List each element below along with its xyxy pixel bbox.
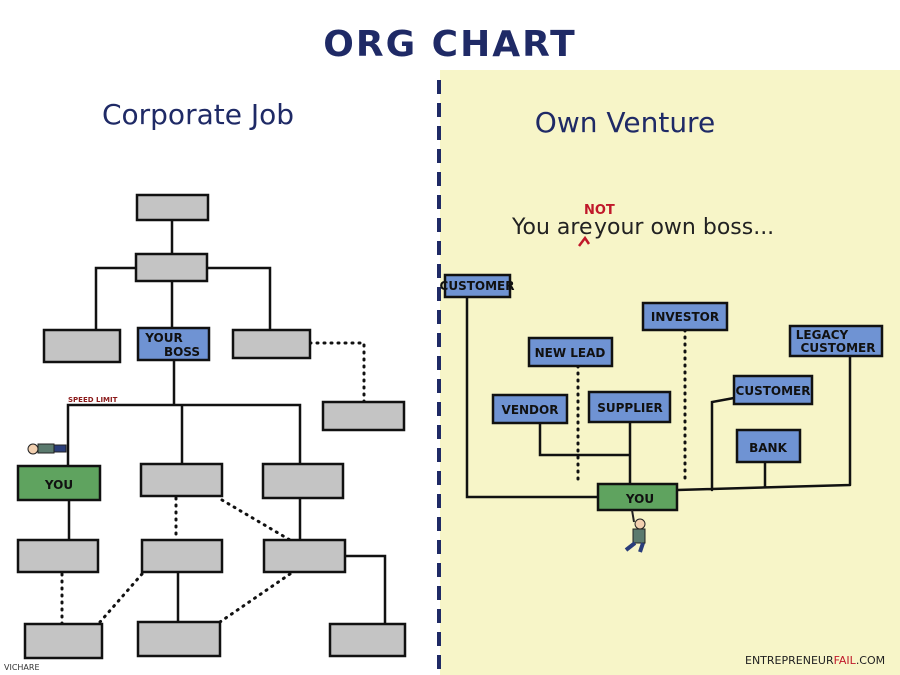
own-venture-background [440, 70, 900, 675]
bank-label: BANK [749, 441, 787, 455]
venture-connectors [465, 295, 852, 499]
quote-end: your own boss... [594, 215, 774, 240]
your-boss-label-1: YOUR [144, 331, 182, 345]
org-box [139, 462, 224, 498]
new-lead-label: NEW LEAD [535, 346, 606, 360]
new-lead-box [527, 336, 614, 368]
org-box [23, 622, 104, 660]
org-box [262, 538, 347, 574]
legacy-label-2: CUSTOMER [801, 341, 876, 355]
you-label-venture: YOU [625, 492, 654, 506]
you-box-venture [596, 482, 679, 512]
org-box [135, 193, 210, 222]
customer-label: CUSTOMER [440, 279, 515, 293]
corporate-heading: Corporate Job [102, 98, 294, 131]
customer-2-label: CUSTOMER [736, 384, 811, 398]
legacy-customer-box [788, 324, 884, 358]
person-on-wall-icon [27, 443, 67, 455]
venture-boxes [443, 273, 884, 512]
you-label-corporate: YOU [44, 478, 73, 492]
vendor-box [491, 393, 569, 425]
investor-label: INVESTOR [651, 310, 719, 324]
page-title: ORG CHART [323, 24, 576, 65]
supplier-box [587, 390, 672, 424]
quote-start: You are [511, 215, 593, 240]
signature: VICHARE [4, 663, 40, 672]
org-box [328, 622, 407, 658]
org-box [140, 538, 224, 574]
you-box-corporate [16, 464, 102, 502]
org-box [231, 328, 312, 360]
legacy-label-1: LEGACY [796, 328, 849, 342]
your-boss-box [136, 326, 211, 362]
caret-mark-icon [578, 235, 591, 247]
customer-box-2 [732, 374, 814, 406]
hanging-person-icon [624, 509, 646, 553]
investor-box [641, 301, 729, 332]
org-box [321, 400, 406, 432]
customer-box [443, 273, 512, 299]
org-box [16, 538, 100, 574]
speed-limit-label: SPEED LIMIT [68, 396, 118, 404]
corporate-boxes [16, 193, 407, 660]
credit-main: ENTREPRENEURFAIL.COM [745, 654, 885, 667]
venture-heading: Own Venture [535, 106, 715, 139]
org-box [261, 462, 345, 500]
your-boss-label-2: BOSS [164, 345, 200, 359]
org-box [42, 328, 122, 364]
quote-insert-not: NOT [584, 203, 615, 218]
bank-box [735, 428, 802, 464]
org-box [136, 620, 222, 658]
org-box [134, 252, 209, 283]
vendor-label: VENDOR [502, 403, 559, 417]
supplier-label: SUPPLIER [597, 401, 663, 415]
